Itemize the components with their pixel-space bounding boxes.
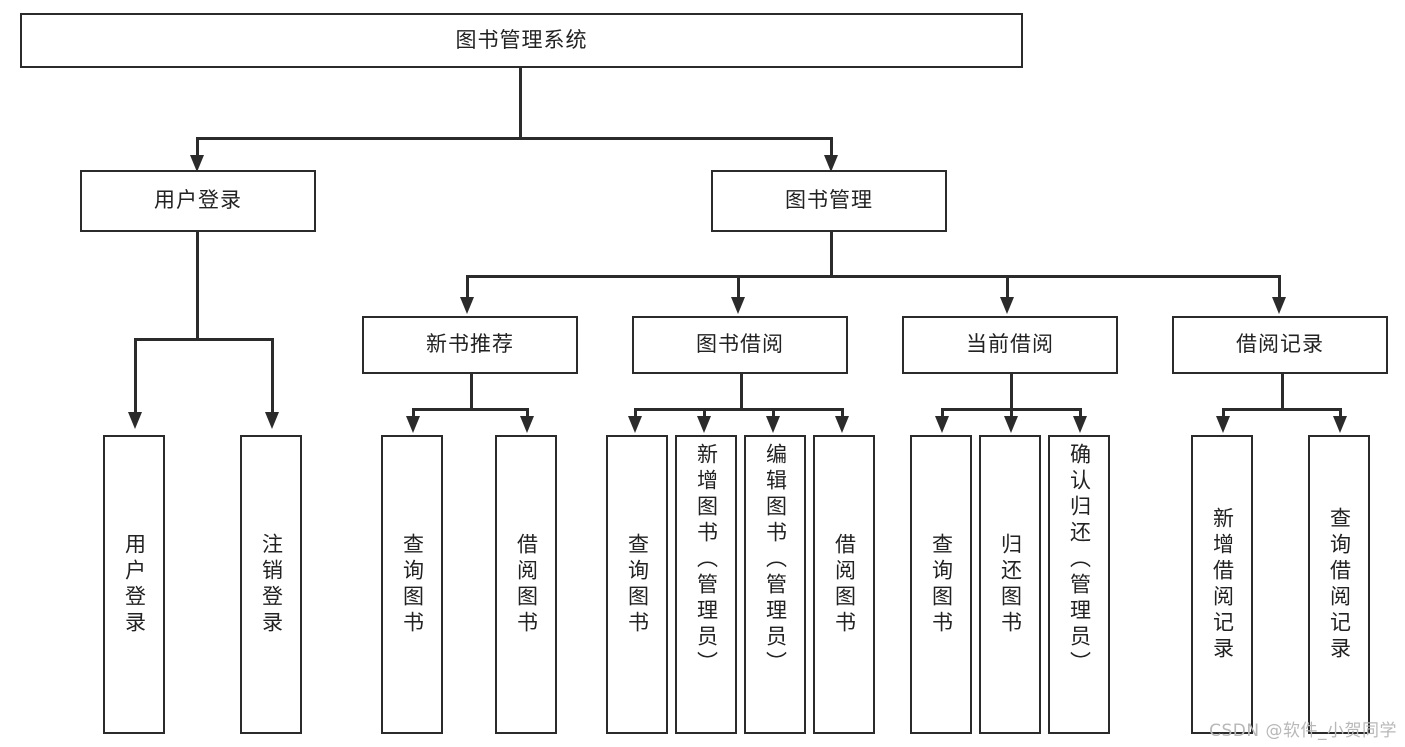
- node-leaf-query-book-3[interactable]: 查询图书: [910, 435, 972, 734]
- node-book-management-label: 图书管理: [785, 188, 873, 213]
- node-root[interactable]: 图书管理系统: [20, 13, 1023, 68]
- arrowhead-leaf-query-record: [1333, 416, 1347, 433]
- node-book-management[interactable]: 图书管理: [711, 170, 947, 232]
- edge-root-bus: [196, 137, 833, 140]
- edge-bm-to-borrow-record: [1278, 275, 1281, 301]
- edge-user-login-bus: [134, 338, 274, 341]
- arrowhead-new-book-recommend: [460, 297, 474, 314]
- node-leaf-return-book-label: 归还图书: [998, 532, 1023, 637]
- arrowhead-book-management: [824, 155, 838, 172]
- edge-user-login-stem: [196, 232, 199, 340]
- node-leaf-confirm-return[interactable]: 确认归还（管理员）: [1048, 435, 1110, 734]
- arrowhead-leaf-edit-book: [766, 416, 780, 433]
- edge-book-management-bus: [466, 275, 1281, 278]
- node-leaf-query-book-1-label: 查询图书: [400, 532, 425, 637]
- node-leaf-borrow-book-1[interactable]: 借阅图书: [495, 435, 557, 734]
- node-leaf-edit-book[interactable]: 编辑图书（管理员）: [744, 435, 806, 734]
- arrowhead-current-borrow: [1000, 297, 1014, 314]
- node-current-borrow-label: 当前借阅: [966, 332, 1054, 357]
- node-borrow-record[interactable]: 借阅记录: [1172, 316, 1388, 374]
- node-leaf-user-login-label: 用户登录: [122, 532, 147, 637]
- node-leaf-logout-label: 注销登录: [259, 532, 284, 637]
- edge-root-stem: [519, 68, 522, 139]
- edge-new-book-recommend-stem: [470, 374, 473, 410]
- node-leaf-edit-book-label: 编辑图书（管理员）: [763, 443, 788, 677]
- edge-br-to-leaf-add-record: [1222, 408, 1225, 419]
- node-leaf-borrow-book-2-label: 借阅图书: [832, 532, 857, 637]
- node-root-label: 图书管理系统: [455, 27, 588, 52]
- arrowhead-leaf-query-book-3: [935, 416, 949, 433]
- edge-cb-to-leaf-confirm-return: [1079, 408, 1082, 419]
- edge-bm-to-new-book-recommend: [466, 275, 469, 301]
- node-leaf-add-record[interactable]: 新增借阅记录: [1191, 435, 1253, 734]
- edge-borrow-record-stem: [1281, 374, 1284, 410]
- node-leaf-return-book[interactable]: 归还图书: [979, 435, 1041, 734]
- edge-bb-to-leaf-query-book-2: [634, 408, 637, 419]
- edge-bm-to-book-borrow: [737, 275, 740, 301]
- arrowhead-leaf-add-book: [697, 416, 711, 433]
- edge-book-borrow-stem: [740, 374, 743, 410]
- node-leaf-query-book-1[interactable]: 查询图书: [381, 435, 443, 734]
- edge-root-to-book-management: [830, 137, 833, 162]
- edge-bb-to-leaf-add-book: [703, 408, 706, 419]
- edge-nbr-to-leaf-query-book-1: [412, 408, 415, 419]
- edge-new-book-recommend-bus: [412, 408, 528, 411]
- arrowhead-leaf-add-record: [1216, 416, 1230, 433]
- edge-borrow-record-bus: [1222, 408, 1341, 411]
- arrowhead-leaf-query-book-2: [628, 416, 642, 433]
- arrowhead-leaf-borrow-book-2: [835, 416, 849, 433]
- node-new-book-recommend[interactable]: 新书推荐: [362, 316, 578, 374]
- node-leaf-query-record-label: 查询借阅记录: [1327, 506, 1352, 663]
- edge-bm-to-current-borrow: [1006, 275, 1009, 301]
- edge-bb-to-leaf-borrow-book-2: [841, 408, 844, 419]
- node-borrow-record-label: 借阅记录: [1236, 332, 1324, 357]
- node-leaf-query-book-2-label: 查询图书: [625, 532, 650, 637]
- edge-nbr-to-leaf-borrow-book-1: [526, 408, 529, 419]
- arrowhead-leaf-query-book-1: [406, 416, 420, 433]
- edge-cb-to-leaf-query-book-3: [941, 408, 944, 419]
- node-leaf-confirm-return-label: 确认归还（管理员）: [1067, 443, 1092, 677]
- arrowhead-book-borrow: [731, 297, 745, 314]
- node-leaf-borrow-book-1-label: 借阅图书: [514, 532, 539, 637]
- node-leaf-query-record[interactable]: 查询借阅记录: [1308, 435, 1370, 734]
- node-leaf-add-book-label: 新增图书（管理员）: [694, 443, 719, 677]
- edge-cb-to-leaf-return-book: [1010, 408, 1013, 419]
- edge-bb-to-leaf-edit-book: [772, 408, 775, 419]
- arrowhead-leaf-user-login: [128, 412, 142, 429]
- arrowhead-leaf-confirm-return: [1073, 416, 1087, 433]
- node-current-borrow[interactable]: 当前借阅: [902, 316, 1118, 374]
- edge-book-borrow-bus: [634, 408, 843, 411]
- edge-br-to-leaf-query-record: [1339, 408, 1342, 419]
- arrowhead-leaf-return-book: [1004, 416, 1018, 433]
- node-user-login-label: 用户登录: [154, 188, 242, 213]
- node-leaf-query-book-2[interactable]: 查询图书: [606, 435, 668, 734]
- node-leaf-user-login[interactable]: 用户登录: [103, 435, 165, 734]
- node-leaf-query-book-3-label: 查询图书: [929, 532, 954, 637]
- node-new-book-recommend-label: 新书推荐: [426, 332, 514, 357]
- node-book-borrow[interactable]: 图书借阅: [632, 316, 848, 374]
- edge-user-login-to-leaf-user-login: [134, 338, 137, 417]
- node-book-borrow-label: 图书借阅: [696, 332, 784, 357]
- edge-root-to-user-login: [196, 137, 199, 162]
- edge-user-login-to-leaf-logout: [271, 338, 274, 417]
- node-leaf-add-book[interactable]: 新增图书（管理员）: [675, 435, 737, 734]
- edge-current-borrow-stem: [1010, 374, 1013, 410]
- watermark: CSDN @软件_小贺同学: [1209, 721, 1397, 741]
- edge-book-management-stem: [830, 232, 833, 277]
- arrowhead-user-login: [190, 155, 204, 172]
- arrowhead-leaf-logout: [265, 412, 279, 429]
- arrowhead-borrow-record: [1272, 297, 1286, 314]
- node-leaf-borrow-book-2[interactable]: 借阅图书: [813, 435, 875, 734]
- node-leaf-add-record-label: 新增借阅记录: [1210, 506, 1235, 663]
- node-leaf-logout[interactable]: 注销登录: [240, 435, 302, 734]
- node-user-login[interactable]: 用户登录: [80, 170, 316, 232]
- arrowhead-leaf-borrow-book-1: [520, 416, 534, 433]
